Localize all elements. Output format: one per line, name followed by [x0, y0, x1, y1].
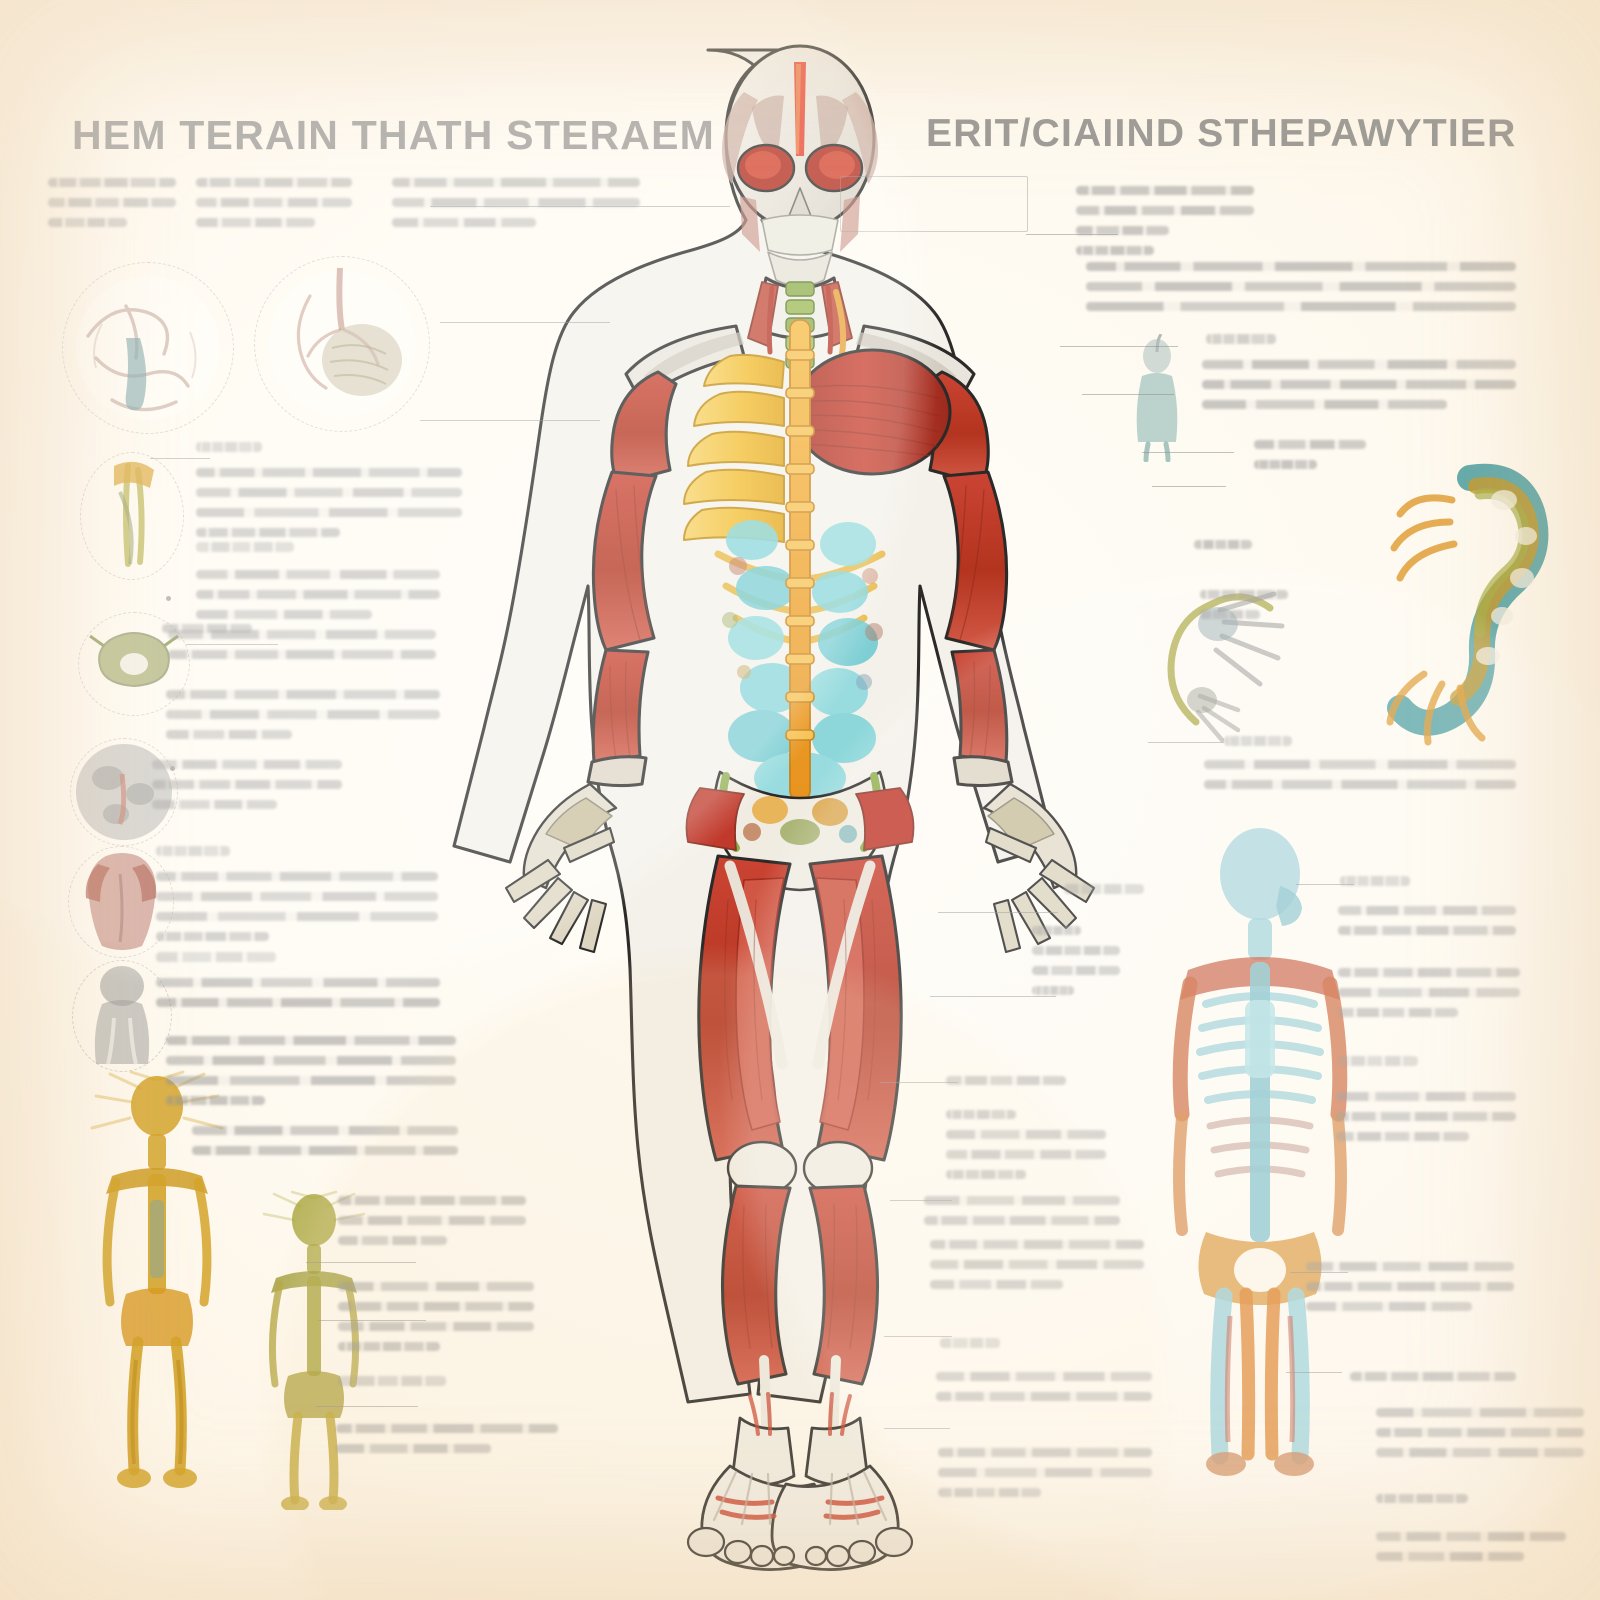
text-block-left: [156, 846, 230, 867]
text-block-right: [1376, 1408, 1584, 1468]
leader-dot: [166, 596, 171, 601]
inset-gray-figure-detail: [72, 960, 172, 1072]
leader-line: [1286, 1372, 1342, 1373]
leader-line: [1082, 394, 1174, 395]
text-block-left: [156, 872, 438, 952]
text-block-right: [946, 1110, 1106, 1190]
text-block-right: [1206, 334, 1276, 355]
text-block-left: [392, 178, 640, 238]
poster-title-left: HEM TERAIN THATH STERAEM: [72, 112, 716, 158]
poster-title-right: ERIT/CIAIIND STHEPAWYTIER: [926, 112, 1517, 155]
inset-spinal-cord-segment: [1386, 463, 1549, 746]
text-block-left: [196, 542, 294, 563]
inset-cross-section-vessel-teal: [62, 262, 234, 434]
leader-line: [1152, 486, 1226, 487]
text-block-right: [1254, 440, 1366, 480]
text-block-left: [196, 570, 440, 630]
leader-line: [316, 1406, 418, 1407]
leader-line: [884, 1428, 950, 1429]
text-block-left: [338, 1282, 534, 1362]
text-block-right: [1032, 926, 1120, 1006]
text-block-right: [1200, 590, 1326, 630]
text-block-right: [936, 1372, 1152, 1412]
leader-line: [318, 1320, 426, 1321]
text-block-right: [1376, 1532, 1566, 1572]
text-block-left: [168, 630, 436, 670]
text-block-right: [938, 1448, 1152, 1508]
text-block-left: [162, 624, 252, 644]
nervous-system-figure-olive: [262, 1190, 366, 1510]
text-block-right: [1204, 760, 1516, 800]
text-block-right: [930, 1240, 1144, 1300]
inset-gray-tissue-sphere: [70, 738, 178, 846]
leader-line: [1142, 452, 1234, 453]
leader-line: [880, 1082, 958, 1083]
text-block-right: [1064, 884, 1144, 905]
text-block-right: [1350, 1372, 1516, 1392]
leader-line: [1060, 346, 1178, 347]
text-block-right: [1086, 262, 1516, 322]
inset-cross-section-tissue-ochre: [254, 256, 430, 432]
leader-line: [440, 322, 610, 323]
leader-line: [150, 458, 210, 459]
leader-line: [884, 1336, 952, 1337]
text-block-left: [156, 978, 440, 1018]
text-block-left: [48, 178, 176, 238]
skeletal-vascular-figure: [1172, 828, 1348, 1476]
leader-line: [890, 1200, 952, 1201]
text-block-right: [1076, 186, 1254, 266]
text-block-left: [196, 442, 262, 463]
inset-small-teal-body-figure: [1136, 334, 1178, 462]
text-block-right: [1224, 736, 1292, 757]
leader-line: [1296, 884, 1354, 885]
text-block-right: [1338, 1056, 1418, 1077]
text-block-left: [156, 952, 276, 973]
text-block-left: [152, 760, 342, 820]
leader-line: [930, 996, 1056, 997]
text-block-right: [924, 1196, 1120, 1236]
nervous-system-figure-gold: [90, 1070, 224, 1488]
text-block-left: [192, 1126, 458, 1166]
callout-box: [840, 176, 1028, 232]
text-block-left: [336, 1424, 558, 1464]
text-block-right: [1202, 360, 1516, 420]
text-block-left: [166, 1036, 456, 1116]
leader-line: [1026, 234, 1118, 235]
text-block-left: [196, 468, 462, 548]
text-block-right: [1376, 1494, 1508, 1514]
inset-nerve-bundle-detail: [80, 452, 184, 580]
text-block-right: [1194, 540, 1290, 560]
inset-torso-posterior-detail: [68, 846, 174, 958]
text-block-left: [196, 178, 352, 238]
main-anatomical-figure: [452, 44, 1096, 1571]
leader-line: [1290, 1272, 1348, 1273]
text-block-left: [338, 1376, 446, 1397]
text-block-left: [338, 1196, 526, 1256]
text-block-left: [166, 690, 440, 750]
text-block-right: [940, 1338, 1000, 1359]
leader-line: [420, 420, 600, 421]
leader-line: [186, 644, 278, 645]
text-block-right: [1306, 1262, 1514, 1322]
text-block-right: [1338, 906, 1516, 946]
text-block-right: [1340, 876, 1410, 897]
leader-line: [1148, 742, 1224, 743]
leader-line: [306, 1262, 416, 1263]
text-block-right: [1336, 1092, 1516, 1152]
text-block-right: [946, 1076, 1066, 1096]
text-block-right: [1338, 968, 1520, 1028]
leader-line: [938, 912, 1058, 913]
